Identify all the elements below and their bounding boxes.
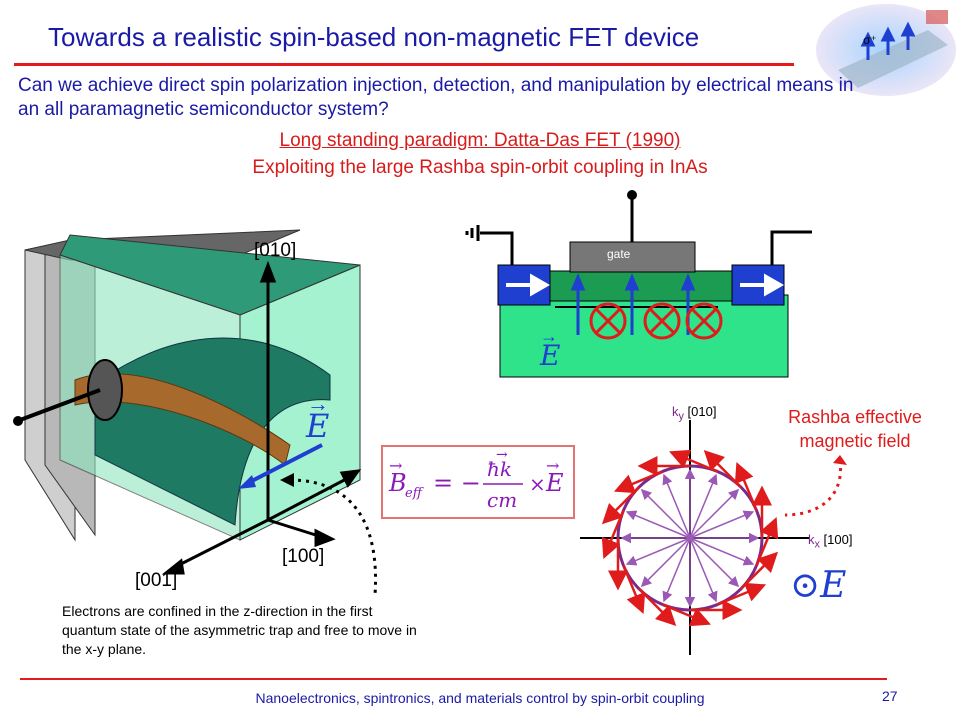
drain-lead [770,230,812,265]
spin-arrowhead-2 [624,273,640,291]
momentum-spoke [689,537,740,588]
rashba-e-label: E [820,565,847,606]
axis-label-010: [010] [254,240,297,261]
dotted-link-arrow [280,473,378,596]
contact-terminal [13,416,23,426]
out-of-page-icon: ⊙ [790,565,821,606]
fet-gate [569,241,696,273]
momentum-spoke [689,488,740,539]
contact-disk [87,359,123,421]
formula-svg: B eff → = − ħk → cm × E → [388,447,564,512]
slide-title: Towards a realistic spin-based non-magne… [48,22,700,52]
axis-x-arrowhead [314,528,336,548]
formula-times: × [529,472,546,496]
fet-substrate [499,294,789,378]
rashba-statement: Exploiting the large Rashba spin-orbit c… [252,157,708,178]
momentum-spoke [625,510,691,539]
momentum-spoke [689,473,718,539]
spintronics-logo-icon: σ⁺ [816,4,956,96]
rashba-field-diagram [580,420,810,655]
momentum-spoke [640,537,691,588]
axis-label-001: [001] [135,570,178,591]
kx-label: kx [100] [808,532,853,551]
drain-spin-arrow-icon [740,273,785,297]
footer-text: Nanoelectronics, spintronics, and materi… [255,690,705,706]
momentum-spokes [620,468,760,608]
electrons-note: Electrons are confined in the z-directio… [62,603,417,657]
formula-k-vector-mark: → [496,447,508,463]
page-number: 27 [882,688,898,704]
axis-010-arrowhead [259,260,277,283]
formula-e-vector-mark: → [546,456,559,475]
momentum-spoke [689,537,755,566]
axis-100-arrowhead [339,469,362,488]
fet-gate-label: gate [607,247,631,261]
ground-icon [465,225,480,241]
title-underline [14,63,794,66]
field-into-page-icon-2 [643,302,681,340]
formula-b-sub: eff [405,486,425,501]
field-arrow [247,443,323,485]
research-question: Can we achieve direct spin polarization … [18,75,854,120]
field-arrowhead [238,475,256,489]
axis-label-100: [100] [282,546,325,567]
formula-e: E [545,469,564,497]
rashba-field-formula: B eff → = − ħk → cm × E → [381,445,575,519]
axis-001-arrowhead [161,558,185,575]
formula-numerator: ħk [487,457,512,481]
source-spin-arrow-icon [506,273,551,297]
contact-wire [19,388,101,422]
source-lead [480,231,514,265]
rashba-label-line1: Rashba effective [788,407,922,427]
rashba-label-line2: magnetic field [799,431,911,451]
fet-field-label: E [539,339,560,372]
rashba-dotted-path [784,459,843,517]
formula-denominator: cm [487,488,517,512]
datta-das-fet-diagram: gate E → [465,190,812,378]
field-out-of-page-label: ⊙E [790,565,846,606]
effective-field-arrows [601,449,779,627]
rashba-field-label: Rashba effective magnetic field [760,405,950,453]
formula-b: B [388,469,407,497]
formula-b-vector-mark: → [389,456,402,475]
momentum-spoke [689,537,718,603]
rashba-dotted-arrowhead [833,455,847,465]
footer-rule [20,678,887,680]
paradigm-text: Long standing paradigm: Datta-Das FET (1… [279,130,681,151]
dotted-link-path [289,478,378,596]
ky-label: ky [010] [672,404,717,423]
field-vector-mark: → [307,391,329,416]
axis-001-line [174,518,269,569]
momentum-spoke [640,488,691,539]
formula-equals: = − [433,469,481,497]
momentum-spoke [662,537,691,603]
gate-terminal [627,190,637,200]
fet-field-vector-mark: → [540,326,558,346]
momentum-spoke [662,473,691,539]
axis-100-line [267,475,351,522]
momentum-spoke [689,510,755,539]
spin-arrowhead-1 [570,273,586,291]
field-into-page-icon-1 [589,302,627,340]
spin-arrowhead-3 [680,273,696,291]
dotted-link-arrowhead [280,473,294,487]
field-into-page-icon-3 [685,302,723,340]
axis-x-line [267,518,323,539]
field-e-label: E [305,407,329,445]
effective-field-arrow [734,461,758,511]
svg-text:σ⁺: σ⁺ [863,33,877,47]
rashba-dotted-arrow [784,455,847,517]
device-3d-diagram: E → [13,229,362,575]
momentum-spoke [625,537,691,566]
paradigm-line: Long standing paradigm: Datta-Das FET (1… [0,130,960,152]
